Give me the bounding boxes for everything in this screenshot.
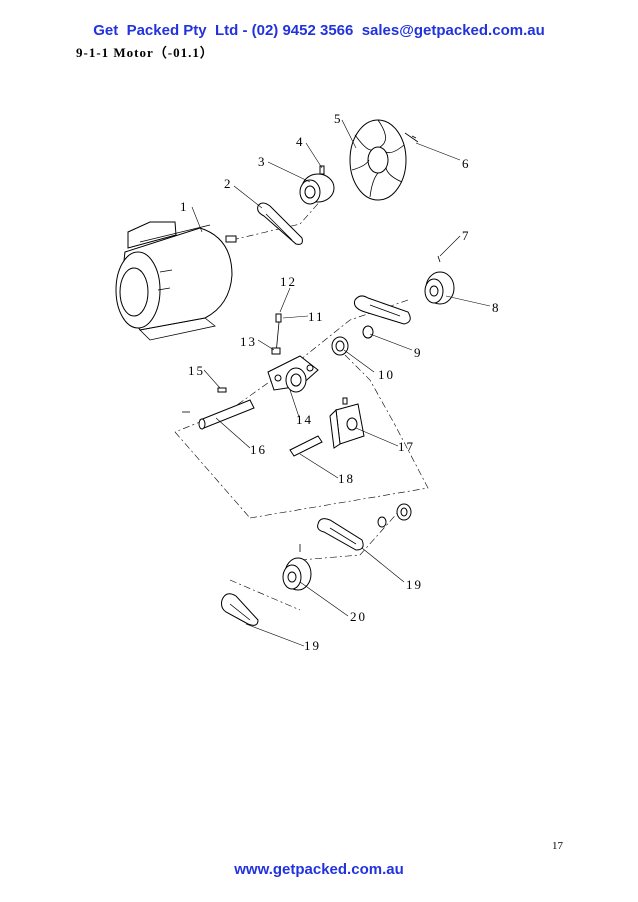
motor-pulley [299,173,335,205]
callout-12: 12 [280,274,297,289]
bearing [331,336,349,356]
callout-5: 5 [334,111,343,126]
callout-6: 6 [462,156,471,171]
callout-labels: 1 2 3 4 5 6 7 8 9 10 11 12 13 14 15 16 1… [180,111,501,653]
callout-3: 3 [258,154,267,169]
callout-18: 18 [338,471,355,486]
company-header: Get Packed Pty Ltd - (02) 9452 3566 sale… [93,22,545,39]
callout-7: 7 [462,228,471,243]
motor [115,221,237,341]
page-number: 17 [552,840,563,852]
callout-19: 19 [406,577,423,592]
callout-19-bottom: 19 [304,638,321,653]
callout-8: 8 [492,300,501,315]
callout-15: 15 [188,363,205,378]
drive-pulley [424,271,455,305]
callout-11: 11 [308,309,325,324]
section-title: 9-1-1 Motor（-01.1） [76,45,214,60]
footer-url[interactable]: www.getpacked.com.au [234,861,404,878]
axle-pin [289,435,323,457]
belt-middle [354,295,411,325]
callout-9: 9 [414,345,423,360]
pulley-set-screw-7 [437,255,441,263]
callout-20: 20 [350,609,367,624]
pulley-set-screw [319,165,325,175]
callout-13: 13 [240,334,257,349]
callout-1: 1 [180,199,189,214]
callout-16: 16 [250,442,267,457]
drive-shaft [198,399,255,430]
callout-4: 4 [296,134,305,149]
callout-17: 17 [398,439,415,454]
tension-bracket [267,355,319,393]
callout-14: 14 [296,412,313,427]
callout-2: 2 [224,176,233,191]
belt-bottom [221,593,259,626]
pillow-block [329,397,365,449]
cooling-fan [349,119,407,201]
lower-pulley [282,544,312,591]
shaft-key [217,387,227,393]
belt-upper [257,202,303,245]
fan-screw [404,132,419,143]
callout-leaders [191,119,491,647]
tension-bolt [271,313,282,355]
callout-10: 10 [378,367,395,382]
circlip [362,325,374,339]
